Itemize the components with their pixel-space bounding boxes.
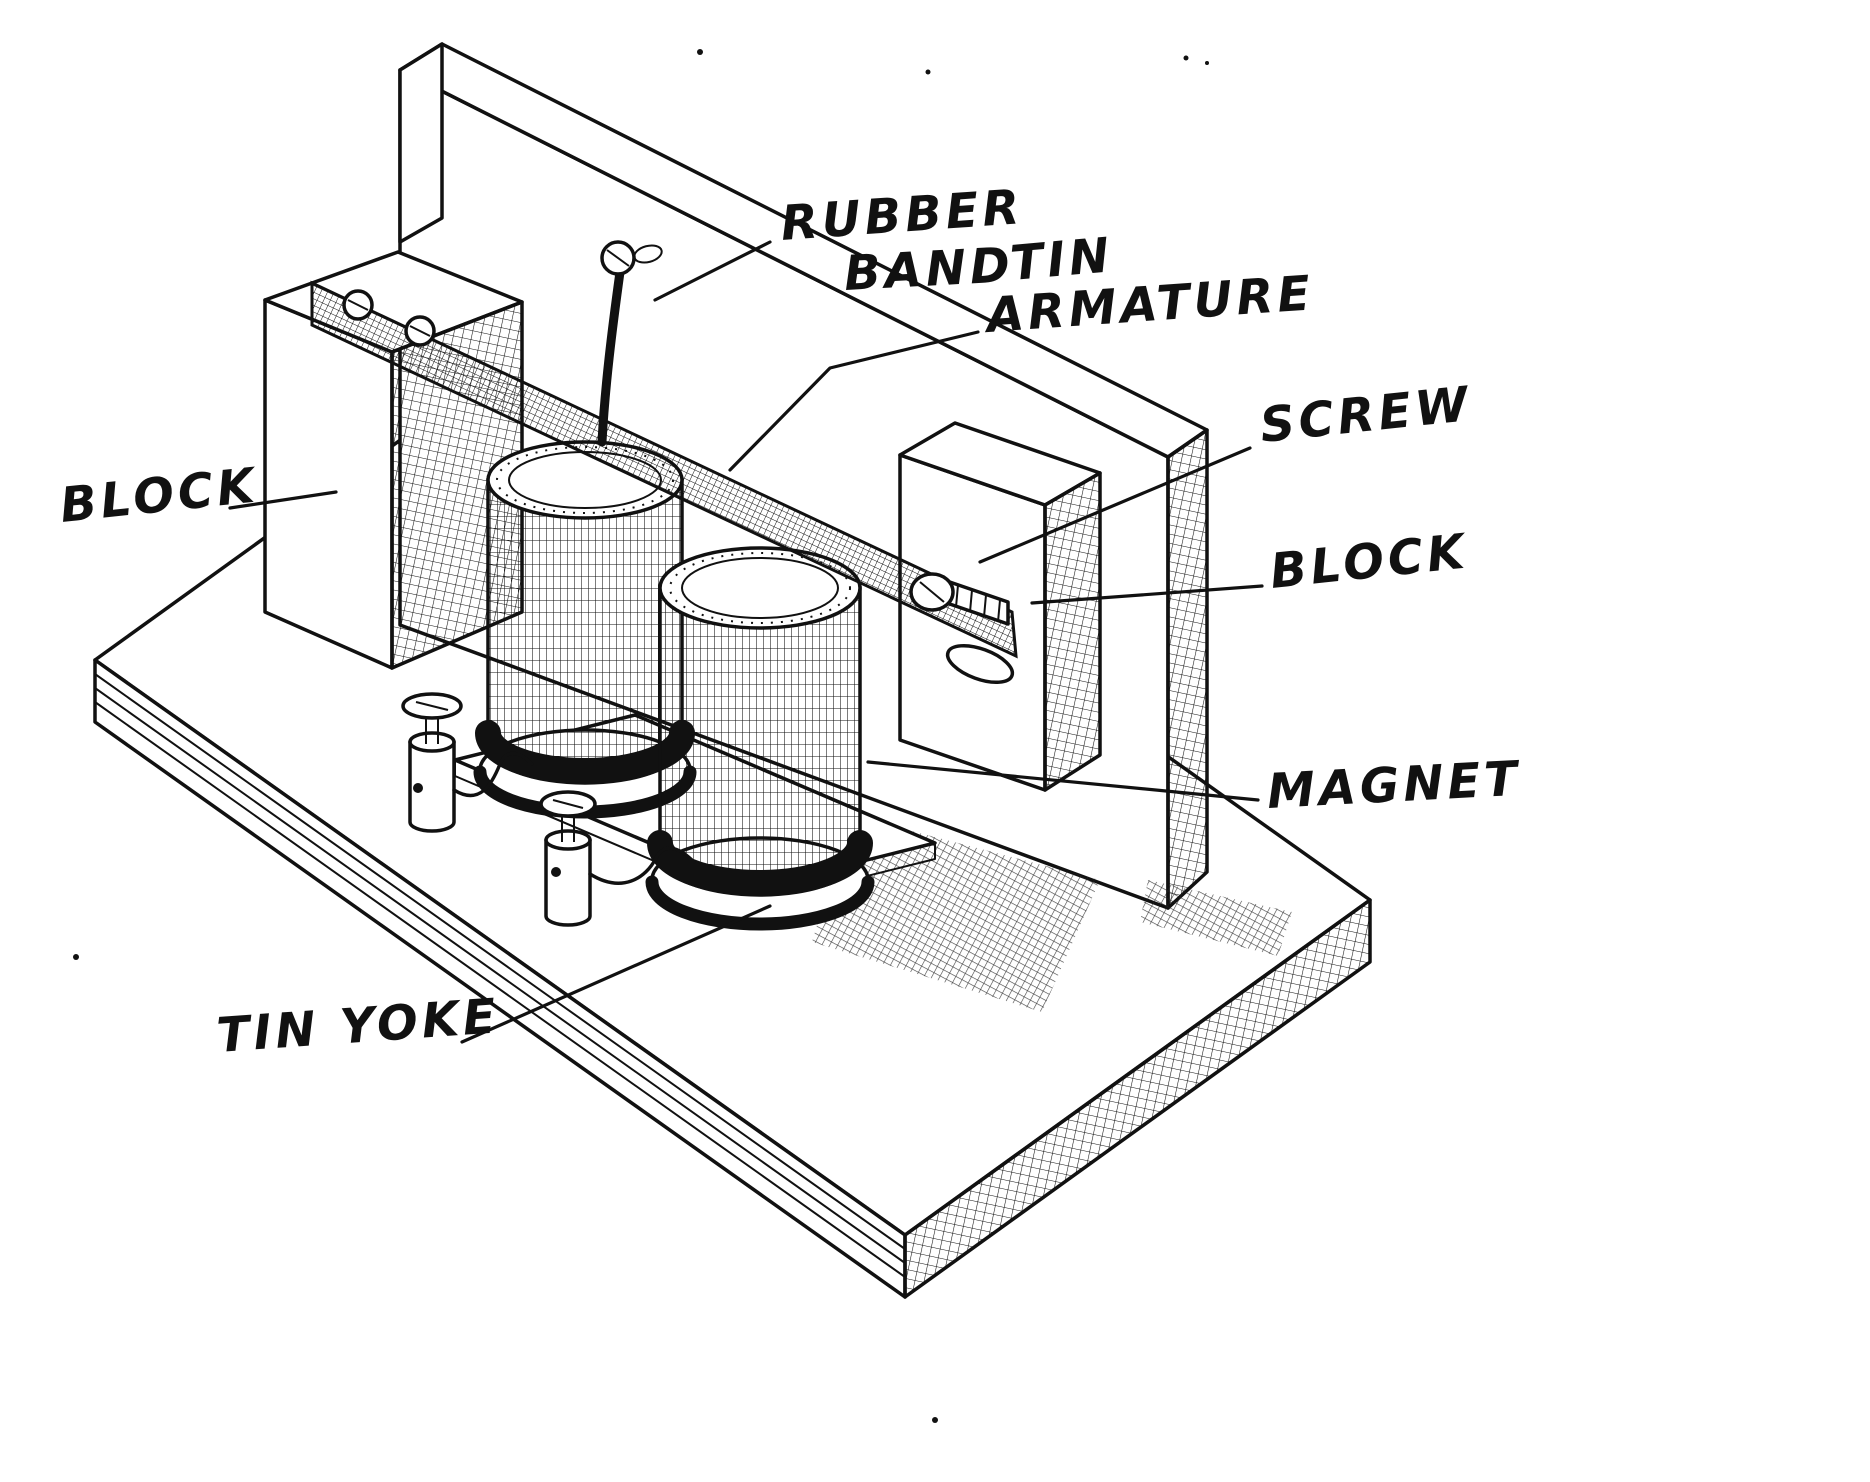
board-foot-shadow: [1140, 880, 1292, 956]
ink-speck: [1183, 55, 1189, 61]
ink-speck: [932, 1417, 938, 1423]
binding-post-2-body-top: [544, 829, 592, 851]
label-tin-armature-line1: TIN: [1008, 227, 1115, 292]
coil-right-top-inner: [681, 557, 839, 619]
coil-right-winding: [658, 586, 862, 897]
binding-post-2-body: [544, 838, 592, 927]
binding-post-2-stem: [561, 814, 575, 842]
base-left-edge-grain: [94, 673, 906, 1278]
binding-posts: [401, 692, 696, 927]
magnet-coils: [473, 440, 875, 931]
anchor-screw: [600, 240, 636, 276]
label-block-right: BLOCK: [1267, 523, 1470, 599]
ink-speck: [925, 69, 931, 75]
coil-right-top: [658, 546, 862, 630]
right-block-side-face: [1043, 471, 1102, 792]
coil-right-tape-band: [647, 830, 873, 896]
base-right-edge: [903, 898, 1372, 1299]
binding-post-2-hole: [551, 867, 561, 877]
label-tin-yoke: TIN YOKE: [215, 988, 502, 1064]
leader-block-right: [1030, 584, 1264, 605]
binding-post-1-hole: [413, 783, 423, 793]
tin-armature: [310, 280, 1018, 685]
leader-screw: [978, 446, 1252, 564]
leader-block-left: [228, 490, 338, 510]
coil-right-top-rim-ticks: [669, 552, 851, 624]
binding-post-1-slot: [415, 701, 449, 711]
armature-bent-tip: [945, 643, 1015, 685]
back-board-right-end: [1166, 428, 1209, 910]
binding-post-1-body: [408, 740, 456, 833]
leader-tin-yoke: [460, 904, 772, 1044]
shadows: [812, 815, 1292, 1012]
label-block-left: BLOCK: [57, 457, 260, 533]
binding-post-2: [539, 790, 597, 927]
left-block: [263, 250, 524, 670]
label-magnet: MAGNET: [1266, 751, 1523, 820]
coil-right-flange-band: [645, 875, 875, 931]
coil-left-winding: [486, 478, 684, 785]
ink-speck: [73, 954, 79, 960]
ink-specks: [73, 49, 1209, 1423]
coil-shadow: [812, 815, 1100, 1012]
wire-post-2: [588, 846, 696, 885]
adjusting-screw-slot: [919, 581, 945, 603]
coil-right: [645, 546, 875, 931]
binding-post-1: [401, 692, 463, 833]
ink-speck: [697, 49, 703, 55]
label-rubber-band-line2: BAND: [843, 237, 1015, 302]
leader-rubber-band: [653, 240, 772, 302]
rubber-band: [597, 267, 625, 447]
armature-mount-screw-2: [404, 315, 436, 347]
back-board-left-end: [398, 42, 444, 244]
leader-tin-armature: [728, 330, 980, 472]
anchor-screw-slot: [606, 249, 630, 267]
binding-post-1-body-top: [408, 731, 456, 753]
armature-mount-screw-1: [342, 289, 374, 321]
armature-strip: [310, 280, 1018, 659]
binding-post-2-slot: [552, 799, 584, 809]
ink-speck: [1205, 61, 1209, 65]
leader-magnet: [866, 760, 1260, 802]
adjusting-screw-threads: [955, 584, 1001, 623]
binding-post-1-stem: [425, 716, 439, 744]
rubber-band-assembly: [597, 240, 663, 447]
wire-post-1: [452, 751, 534, 798]
adjusting-screw: [909, 572, 1010, 626]
label-screw: SCREW: [1257, 376, 1474, 454]
